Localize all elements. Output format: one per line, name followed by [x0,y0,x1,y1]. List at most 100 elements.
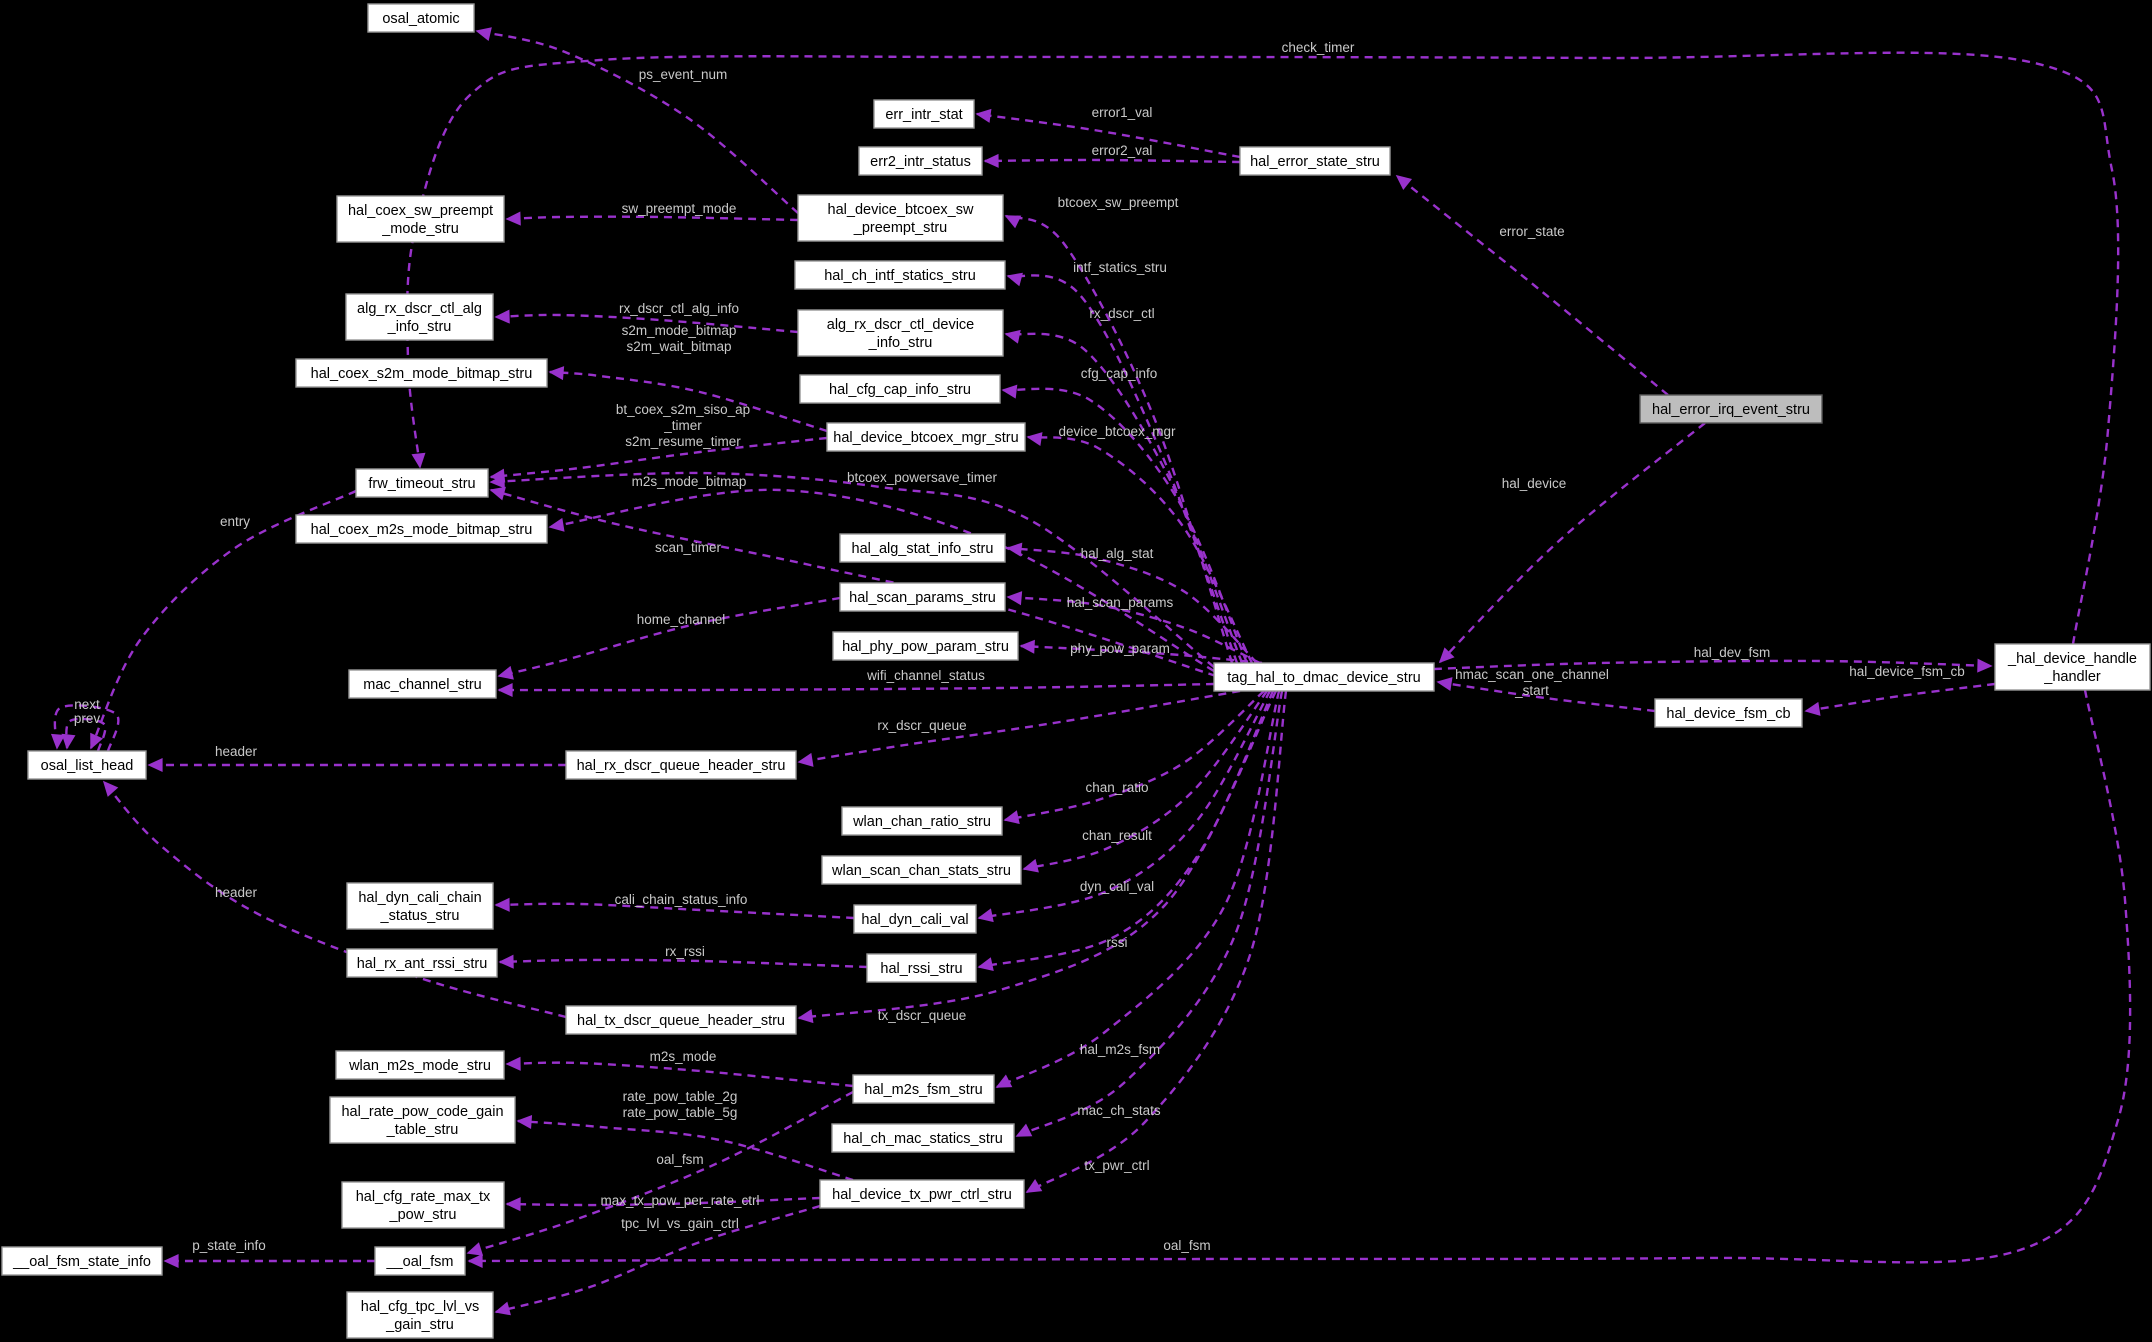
node-box-hal_device_btcoex_mgr_stru[interactable] [826,422,1026,452]
edge-label-header_rx: header [215,744,258,759]
node-box-hal_m2s_fsm_stru[interactable] [852,1074,995,1104]
node-hal_device_fsm_cb[interactable]: hal_device_fsm_cb [1654,698,1803,728]
node-frw_timeout_stru[interactable]: frw_timeout_stru [355,468,489,498]
node-box-hal_rx_ant_rssi_stru[interactable] [346,948,498,978]
edge-labels-layer: check_timeroal_fsmhal_dev_fsmhal_device_… [74,40,1965,1253]
node-box-alg_rx_dscr_ctl_device_info_stru[interactable] [797,309,1004,357]
node-box-_hal_device_handle_handler[interactable] [1994,643,2151,691]
node-__oal_fsm_state_info[interactable]: __oal_fsm_state_info [1,1246,163,1276]
node-hal_ch_mac_statics_stru[interactable]: hal_ch_mac_statics_stru [831,1123,1015,1153]
node-hal_device_btcoex_mgr_stru[interactable]: hal_device_btcoex_mgr_stru [826,422,1026,452]
node-box-err_intr_stat[interactable] [873,99,975,129]
edge-scan_timer [489,486,1217,678]
node-hal_cfg_tpc_lvl_vs_gain_stru[interactable]: hal_cfg_tpc_lvl_vs_gain_stru [346,1291,494,1339]
node-label-hal_error_state_stru: hal_error_state_stru [1250,154,1380,170]
node-box-wlan_chan_ratio_stru[interactable] [841,806,1003,836]
node-_hal_device_handle_handler[interactable]: _hal_device_handle_handler [1994,643,2151,691]
edge-label-btcoex_sw_preempt: btcoex_sw_preempt [1058,195,1179,210]
node-hal_alg_stat_info_stru[interactable]: hal_alg_stat_info_stru [839,533,1006,563]
node-hal_device_btcoex_sw_preempt_stru[interactable]: hal_device_btcoex_sw_preempt_stru [797,194,1004,242]
node-label-hal_cfg_tpc_lvl_vs_gain_stru: hal_cfg_tpc_lvl_vs_gain_stru [361,1299,480,1333]
node-hal_error_state_stru[interactable]: hal_error_state_stru [1239,146,1391,176]
node-wlan_m2s_mode_stru[interactable]: wlan_m2s_mode_stru [335,1050,505,1080]
node-osal_atomic[interactable]: osal_atomic [367,3,475,33]
node-box-hal_coex_sw_preempt_mode_stru[interactable] [336,195,505,243]
node-hal_rssi_stru[interactable]: hal_rssi_stru [866,953,977,983]
node-hal_rx_ant_rssi_stru[interactable]: hal_rx_ant_rssi_stru [346,948,498,978]
node-hal_cfg_rate_max_tx_pow_stru[interactable]: hal_cfg_rate_max_tx_pow_stru [341,1181,505,1229]
node-box-hal_scan_params_stru[interactable] [839,582,1006,612]
node-hal_coex_sw_preempt_mode_stru[interactable]: hal_coex_sw_preempt_mode_stru [336,195,505,243]
node-wlan_scan_chan_stats_stru[interactable]: wlan_scan_chan_stats_stru [821,855,1022,885]
node-hal_tx_dscr_queue_header_stru[interactable]: hal_tx_dscr_queue_header_stru [565,1005,797,1035]
node-box-hal_device_fsm_cb[interactable] [1654,698,1803,728]
edge-label-device_btcoex_mgr: device_btcoex_mgr [1058,424,1176,439]
node-box-hal_dyn_cali_chain_status_stru[interactable] [346,882,494,930]
node-box-__oal_fsm_state_info[interactable] [1,1246,163,1276]
edge-label-btcoex_powersave_timer: btcoex_powersave_timer [847,470,998,485]
node-hal_device_tx_pwr_ctrl_stru[interactable]: hal_device_tx_pwr_ctrl_stru [819,1179,1025,1209]
node-box-hal_rate_pow_code_gain_table_stru[interactable] [329,1096,516,1144]
edge-label-max_tx_pow_per_rate_ctrl: max_tx_pow_per_rate_ctrl [600,1193,759,1208]
node-osal_list_head[interactable]: osal_list_head [27,750,147,780]
node-label-hal_dyn_cali_chain_status_stru: hal_dyn_cali_chain_status_stru [358,890,481,924]
node-box-hal_cfg_rate_max_tx_pow_stru[interactable] [341,1181,505,1229]
node-tag_hal_to_dmac_device_stru[interactable]: tag_hal_to_dmac_device_stru [1213,662,1435,692]
node-box-hal_error_state_stru[interactable] [1239,146,1391,176]
node-hal_rate_pow_code_gain_table_stru[interactable]: hal_rate_pow_code_gain_table_stru [329,1096,516,1144]
node-hal_coex_s2m_mode_bitmap_stru[interactable]: hal_coex_s2m_mode_bitmap_stru [295,358,548,388]
node-box-hal_ch_intf_statics_stru[interactable] [794,260,1006,290]
node-box-hal_alg_stat_info_stru[interactable] [839,533,1006,563]
node-label-hal_alg_stat_info_stru: hal_alg_stat_info_stru [852,541,994,557]
edge-label-oal_fsm_handler: oal_fsm [1163,1238,1210,1253]
node-box-hal_cfg_tpc_lvl_vs_gain_stru[interactable] [346,1291,494,1339]
node-__oal_fsm[interactable]: __oal_fsm [374,1246,466,1276]
node-err2_intr_status[interactable]: err2_intr_status [858,146,983,176]
node-label-osal_atomic: osal_atomic [382,11,459,27]
node-hal_dyn_cali_val[interactable]: hal_dyn_cali_val [853,904,977,934]
node-box-hal_error_irq_event_stru[interactable] [1639,394,1823,424]
node-box-hal_coex_m2s_mode_bitmap_stru[interactable] [295,514,548,544]
node-box-wlan_scan_chan_stats_stru[interactable] [821,855,1022,885]
node-box-hal_rx_dscr_queue_header_stru[interactable] [565,750,797,780]
node-box-wlan_m2s_mode_stru[interactable] [335,1050,505,1080]
node-box-err2_intr_status[interactable] [858,146,983,176]
node-box-tag_hal_to_dmac_device_stru[interactable] [1213,662,1435,692]
node-hal_phy_pow_param_stru[interactable]: hal_phy_pow_param_stru [832,631,1019,661]
edge-label-rx_rssi: rx_rssi [665,944,705,959]
node-hal_dyn_cali_chain_status_stru[interactable]: hal_dyn_cali_chain_status_stru [346,882,494,930]
node-mac_channel_stru[interactable]: mac_channel_stru [348,669,497,699]
node-err_intr_stat[interactable]: err_intr_stat [873,99,975,129]
node-box-hal_coex_s2m_mode_bitmap_stru[interactable] [295,358,548,388]
node-box-osal_list_head[interactable] [27,750,147,780]
node-box-hal_phy_pow_param_stru[interactable] [832,631,1019,661]
node-wlan_chan_ratio_stru[interactable]: wlan_chan_ratio_stru [841,806,1003,836]
node-label-err2_intr_status: err2_intr_status [870,154,971,170]
node-box-hal_device_tx_pwr_ctrl_stru[interactable] [819,1179,1025,1209]
node-hal_cfg_cap_info_stru[interactable]: hal_cfg_cap_info_stru [799,374,1001,404]
node-label-hal_rssi_stru: hal_rssi_stru [880,961,962,977]
node-box-mac_channel_stru[interactable] [348,669,497,699]
node-hal_coex_m2s_mode_bitmap_stru[interactable]: hal_coex_m2s_mode_bitmap_stru [295,514,548,544]
node-hal_rx_dscr_queue_header_stru[interactable]: hal_rx_dscr_queue_header_stru [565,750,797,780]
node-box-osal_atomic[interactable] [367,3,475,33]
node-box-hal_ch_mac_statics_stru[interactable] [831,1123,1015,1153]
node-hal_scan_params_stru[interactable]: hal_scan_params_stru [839,582,1006,612]
node-hal_ch_intf_statics_stru[interactable]: hal_ch_intf_statics_stru [794,260,1006,290]
edge-rx_dscr_queue [797,689,1241,767]
node-box-hal_device_btcoex_sw_preempt_stru[interactable] [797,194,1004,242]
node-box-frw_timeout_stru[interactable] [355,468,489,498]
edge-label-header_tx: header [215,885,258,900]
node-box-hal_rssi_stru[interactable] [866,953,977,983]
node-hal_m2s_fsm_stru[interactable]: hal_m2s_fsm_stru [852,1074,995,1104]
node-box-hal_tx_dscr_queue_header_stru[interactable] [565,1005,797,1035]
node-box-hal_cfg_cap_info_stru[interactable] [799,374,1001,404]
node-alg_rx_dscr_ctl_device_info_stru[interactable]: alg_rx_dscr_ctl_device_info_stru [797,309,1004,357]
node-box-__oal_fsm[interactable] [374,1246,466,1276]
edge-label-rx_dscr_ctl: rx_dscr_ctl [1089,306,1154,321]
node-hal_error_irq_event_stru[interactable]: hal_error_irq_event_stru [1639,394,1823,424]
node-alg_rx_dscr_ctl_alg_info_stru[interactable]: alg_rx_dscr_ctl_alg_info_stru [345,293,494,341]
node-box-hal_dyn_cali_val[interactable] [853,904,977,934]
node-box-alg_rx_dscr_ctl_alg_info_stru[interactable] [345,293,494,341]
